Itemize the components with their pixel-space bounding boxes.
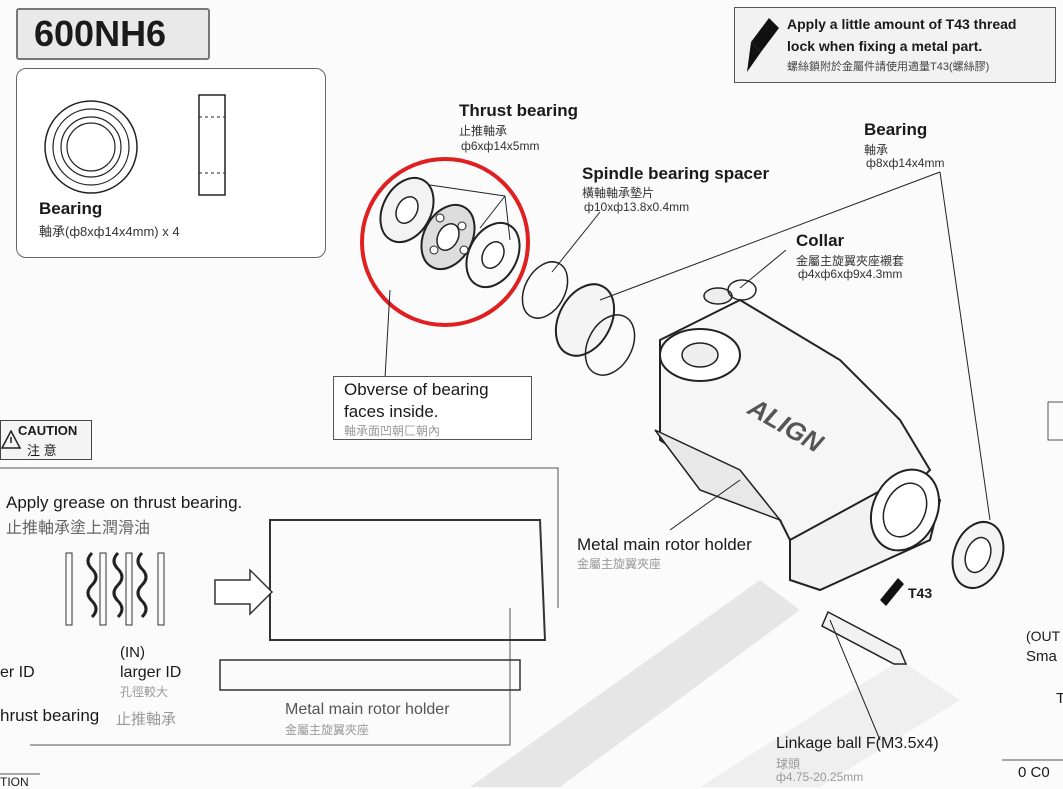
bearing-spec: 軸承(ф8xф14x4mm) x 4 <box>39 224 180 239</box>
t43-label: T43 <box>908 585 933 601</box>
threadlock-line1: Apply a little amount of T43 thread <box>787 16 1017 32</box>
obverse-line2: faces inside. <box>344 402 439 421</box>
thrust-bearing-grease-cn: 止推軸承 <box>116 711 177 728</box>
grease-holder-cn: 金屬主旋翼夾座 <box>285 723 370 737</box>
obverse-cn: 軸承面凹朝匚朝內 <box>344 424 441 438</box>
thrust-bearing-label: Thrust bearing <box>459 101 579 120</box>
model-title: 600NH6 <box>16 8 210 60</box>
threadlock-line3: 螺絲鎖附於金屬件請使用適量T43(螺絲膠) <box>787 61 990 73</box>
thrust-bearing-cn: 止推軸承 <box>459 124 508 138</box>
thrust-bearing-grease-label: hrust bearing <box>0 706 100 725</box>
linkage-ball-cn: 球頭 <box>776 757 801 771</box>
bearing-front-icon <box>44 100 138 194</box>
grease-title: Apply grease on thrust bearing. <box>6 493 243 512</box>
linkage-ball-spec: ф4.75-20.25mm <box>776 770 864 784</box>
metal-holder-label: Metal main rotor holder <box>577 535 752 554</box>
grease-holder-label: Metal main rotor holder <box>285 701 450 718</box>
obverse-note: Obverse of bearing faces inside. 軸承面凹朝匚朝… <box>333 376 532 440</box>
right-bottom-label: 0 C0 <box>1018 764 1050 781</box>
collar-label: Collar <box>796 231 845 250</box>
smaller-id-label: er ID <box>0 664 35 681</box>
highlight-circle <box>360 157 530 327</box>
sma-label: Sma <box>1026 648 1057 665</box>
t-label: T <box>1056 690 1063 707</box>
obverse-line1: Obverse of bearing <box>344 380 489 399</box>
caution-box: CAUTION 注 意 <box>0 420 92 460</box>
collar-spec: ф4xф6xф9x4.3mm <box>798 267 903 281</box>
spindle-spacer-label: Spindle bearing spacer <box>582 164 770 183</box>
caution-en: CAUTION <box>18 423 78 438</box>
bearing-label-spec: ф8xф14x4mm <box>866 156 945 170</box>
larger-id-label: larger ID <box>120 664 182 681</box>
bearing-label-cn: 軸承 <box>864 143 889 157</box>
threadlock-line2: lock when fixing a metal part. <box>787 38 983 54</box>
out-label: (OUT <box>1026 628 1061 644</box>
bearing-label: Bearing <box>864 120 928 139</box>
grease-cn: 止推軸承塗上潤滑油 <box>6 520 151 537</box>
glue-bottle-icon <box>747 18 779 72</box>
caution-cn: 注 意 <box>27 443 57 458</box>
threadlock-note: Apply a little amount of T43 thread lock… <box>734 7 1056 83</box>
in-label: (IN) <box>120 644 145 661</box>
thrust-bearing-spec: ф6xф14x5mm <box>461 139 540 153</box>
metal-holder-cn: 金屬主旋翼夾座 <box>577 557 662 571</box>
bearing-title: Bearing <box>39 199 103 218</box>
bottom-left-label: TION <box>0 775 29 789</box>
linkage-ball-label: Linkage ball F(M3.5x4) <box>776 735 939 752</box>
spindle-spacer-spec: ф10xф13.8x0.4mm <box>584 200 690 214</box>
bearing-panel: Bearing 軸承(ф8xф14x4mm) x 4 <box>16 68 326 258</box>
collar-cn: 金屬主旋翼夾座襯套 <box>796 254 905 268</box>
warning-icon <box>1 430 21 449</box>
spindle-spacer-cn: 橫軸軸承墊片 <box>582 186 655 200</box>
larger-id-cn: 孔徑較大 <box>120 685 169 699</box>
bearing-side-icon <box>198 94 226 196</box>
